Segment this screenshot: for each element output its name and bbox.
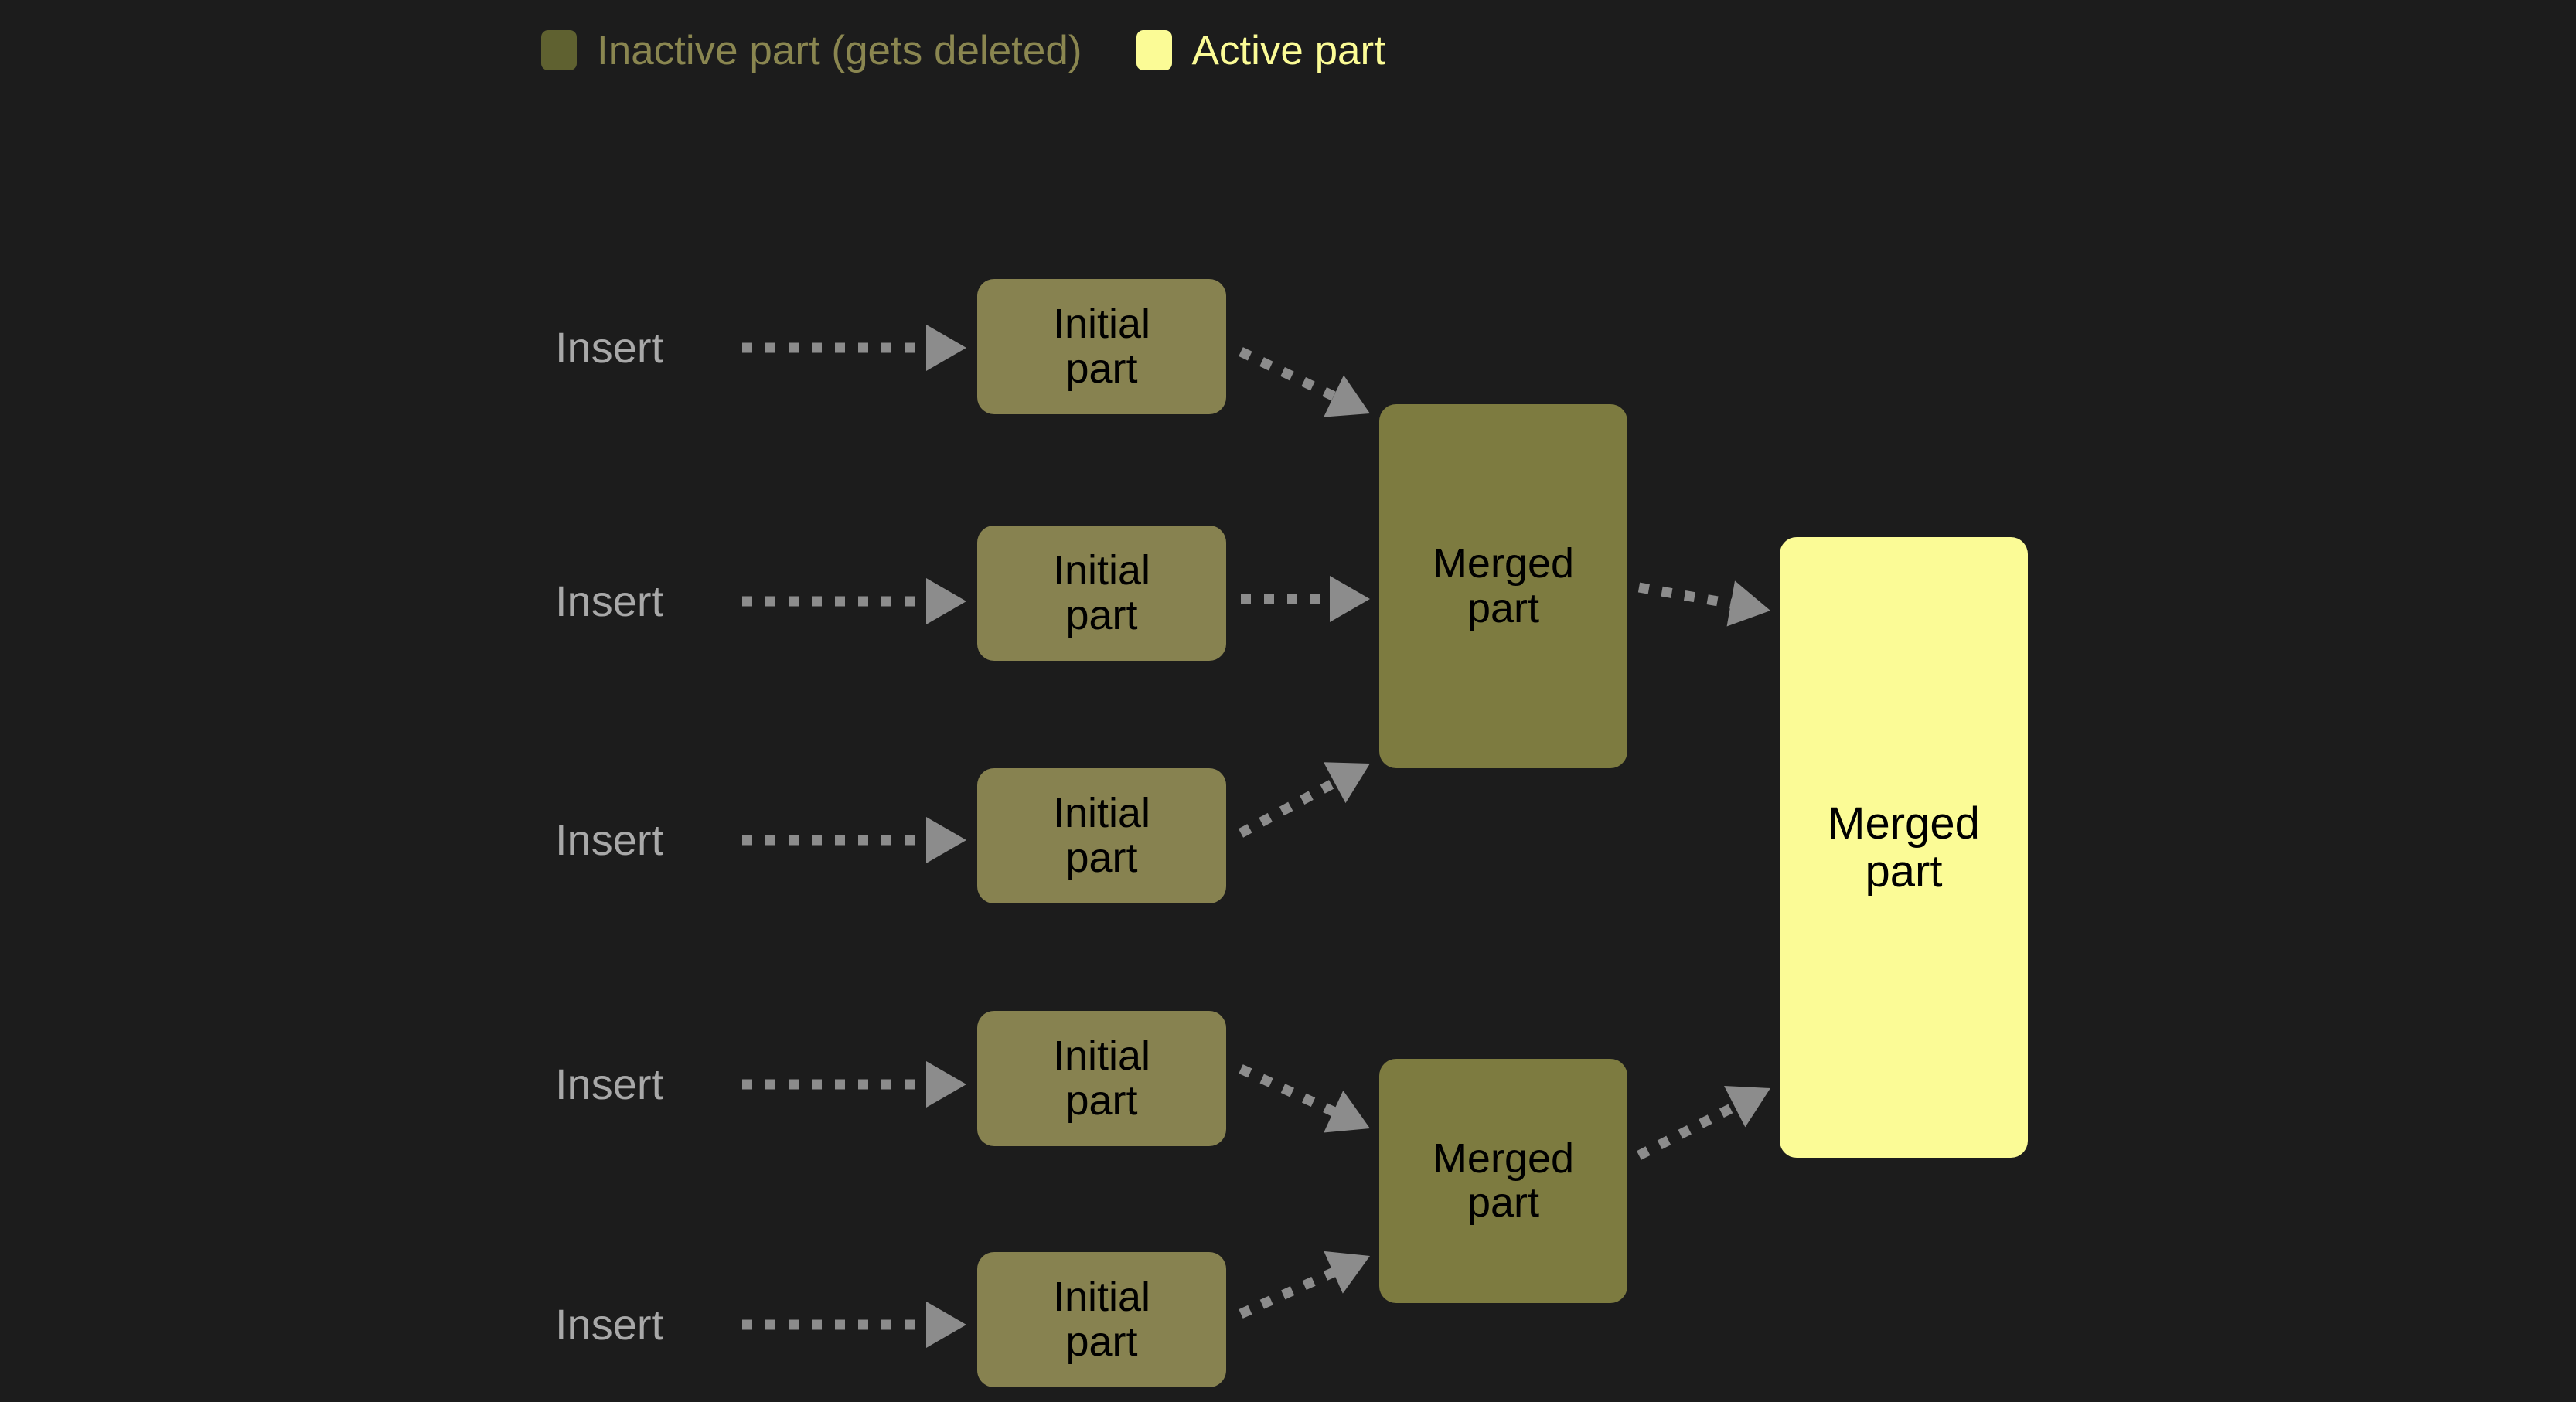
legend-item-active-part: Active part [1136,30,1385,71]
arrow-shaft [1637,582,1736,610]
node-initial-part: Initial part [977,1011,1226,1146]
insert-label: Insert [555,1060,664,1108]
legend-label-active-part: Active part [1191,27,1385,73]
node-merged-part-bottom: Merged part [1379,1059,1627,1303]
arrow-head-icon [926,1061,966,1108]
arrow-shaft [1239,347,1341,403]
square-swatch-icon [1136,30,1172,70]
arrow-head-icon [1324,375,1370,417]
arrow-head-icon [926,325,966,371]
insert-label: Insert [555,577,664,625]
arrow-head-icon [1724,1085,1770,1128]
legend-item-inactive-part: Inactive part (gets deleted) [541,30,1082,71]
legend-label-inactive-part: Inactive part (gets deleted) [597,27,1082,73]
arrow-shaft [1238,776,1341,838]
insert-label: Insert [555,815,664,864]
arrow-head-icon [1324,1251,1370,1294]
node-initial-part: Initial part [977,279,1226,414]
node-initial-part: Initial part [977,768,1226,903]
insert-label: Insert [555,323,664,372]
node-merged-part-active: Merged part [1780,537,2028,1158]
arrow-head-icon [926,1302,966,1348]
arrow-head-icon [1324,1090,1370,1133]
arrow-head-icon [926,578,966,624]
arrow-head-icon [1726,580,1770,627]
node-initial-part: Initial part [977,526,1226,661]
arrow-head-icon [1323,762,1370,804]
legend: Inactive part (gets deleted) Active part [541,23,1385,77]
arrow-shaft [1239,1265,1340,1319]
node-merged-part-top: Merged part [1379,404,1627,768]
arrow-head-icon [1330,576,1370,622]
arrow-shaft [1637,1100,1742,1160]
insert-label: Insert [555,1300,664,1349]
arrow-head-icon [926,817,966,863]
square-swatch-icon [541,30,577,70]
arrow-shaft [1239,1064,1340,1118]
node-initial-part: Initial part [977,1252,1226,1387]
